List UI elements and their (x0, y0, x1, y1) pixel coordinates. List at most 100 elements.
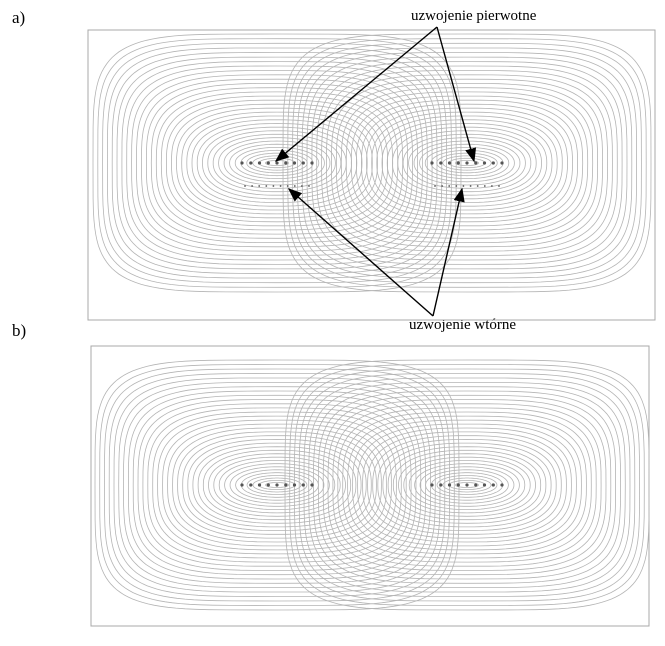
panel-a-left-primary-conductor (249, 161, 253, 165)
panel-a-left-field-line (150, 87, 404, 239)
panel-a-right-field-line (321, 70, 613, 256)
panel-a-left-field-line (116, 56, 438, 270)
panel-a-right-field-line (392, 126, 542, 200)
panel-b-left-winding-conductor (275, 483, 279, 487)
panel-a-left-secondary-conductor (258, 185, 261, 187)
panel-a-left-field-line (212, 133, 342, 193)
primary-arrow-right (436, 26, 477, 163)
secondary-arrow-right (432, 187, 465, 317)
panel-b-left-field-line (118, 382, 436, 588)
panel-a-left-field-line (207, 130, 347, 196)
panel-a-left-field-line (106, 47, 448, 279)
panel-b-left-field-line (113, 377, 441, 593)
panel-b-left-field-line (108, 373, 446, 597)
panel-b-right-field-line (357, 423, 577, 547)
panel-a-right-primary-conductor (447, 161, 452, 165)
panel-a-left-field-line (170, 103, 384, 223)
panel-b-left-field-line (142, 403, 412, 567)
panel-b-right-field-line (362, 427, 572, 543)
panel-a-left-secondary-conductor (244, 185, 246, 187)
panel-a-right-field-line (350, 95, 584, 231)
panel-a-right-field-line (381, 119, 553, 207)
panel-b-right-field-line (403, 456, 531, 514)
panel-b-right-field-line (322, 394, 612, 576)
panel-a-left-primary-conductor (275, 161, 279, 165)
panel-a-right-primary-conductor (474, 161, 478, 165)
panel-b-left-field-line (182, 435, 372, 535)
panel-b-right-field-line (298, 373, 636, 597)
panel-b-left-winding-conductor (292, 483, 297, 487)
panel-b-right-field-line (308, 382, 626, 588)
panel-a-left-primary-conductor (266, 161, 270, 165)
panel-b-right-winding-conductor (500, 483, 504, 487)
panel-a-right-field-line (402, 133, 532, 193)
panel-a-left-field-line (202, 126, 352, 200)
panel-a-right-primary-conductor (482, 161, 487, 165)
primary-arrow-left (274, 26, 438, 162)
panel-a-right-field-line (371, 111, 563, 215)
panel-a-right-field-line (282, 33, 652, 293)
panel-a-right-field-line (292, 42, 642, 284)
panel-b-left-field-line (99, 364, 455, 606)
panel-b-right-winding-conductor (430, 483, 434, 487)
panel-a-right-field-line (386, 123, 548, 203)
panel-a-right-primary-conductor (491, 161, 495, 165)
panel-b-right-field-line (442, 477, 492, 493)
panel-b-right-field-line (352, 419, 582, 551)
panel-b-right-field-line (317, 390, 617, 580)
panel-a-right-secondary-conductor (441, 185, 443, 187)
panel-b-right-winding-conductor (482, 483, 487, 487)
panel-a-right-secondary-conductor (498, 185, 500, 187)
panel-b-right-field-line (425, 469, 509, 501)
panel-b-right-winding-conductor (465, 483, 469, 487)
panel-a-frame (87, 29, 656, 321)
panel-a-left-field-line (160, 95, 394, 231)
panel-b-left-field-line (187, 438, 367, 532)
panel-a-left-secondary-conductor (308, 185, 310, 187)
panel-b-left-field-line (265, 482, 289, 488)
panel-a-right-field-line (419, 143, 515, 183)
panel-b-left-winding-conductor (257, 483, 262, 487)
panel-b-right-field-line (387, 446, 547, 524)
panel-b-right-field-line (337, 407, 597, 563)
panel-b-left-field-line (218, 460, 336, 510)
panel-a-left-field-line (181, 111, 373, 215)
panel-a-left-field-line (229, 143, 325, 183)
panel-a-right-field-line (330, 78, 604, 248)
panel-a-left-primary-conductor (257, 161, 262, 165)
panel-b-left-winding-conductor (301, 483, 305, 487)
panel-b-left-field-line (104, 368, 450, 602)
panel-a-left-primary-conductor (310, 161, 314, 165)
panel-a-right-primary-conductor (456, 161, 460, 165)
panel-a-right-field-line (326, 74, 608, 252)
panel-b-right-winding-conductor (447, 483, 452, 487)
panel-b-left-winding-conductor (266, 483, 270, 487)
panel-a-right-secondary-conductor (469, 185, 472, 187)
panel-a-right-field-line (413, 140, 521, 186)
panel-b-left-field-line (202, 449, 352, 521)
panel-b-right-field-line (377, 438, 557, 532)
panel-a-right-field-line (316, 65, 618, 261)
panel-a-right-secondary-conductor (491, 185, 493, 187)
panel-b-right-field-line (347, 415, 587, 555)
primary-winding-label: uzwojenie pierwotne (411, 8, 537, 24)
panel-b-left-field-line (172, 427, 382, 543)
panel-b-label: b) (12, 321, 27, 340)
panel-a-right-field-line (360, 103, 574, 223)
panel-b-left-field-line (94, 359, 460, 611)
panel-a-right-field-line (397, 130, 537, 196)
secondary-winding-label: uzwojenie wtórne (409, 317, 517, 333)
panel-a-left-field-line (223, 140, 331, 186)
panel-b-left-field-line (177, 431, 377, 539)
panel-a-left-field-line (186, 115, 368, 211)
panel-a-left-secondary-conductor (279, 185, 282, 187)
panel-b-right-field-line (436, 475, 498, 495)
panel-a-left-field-line (102, 42, 452, 284)
panel-b-right-field-line (455, 482, 479, 488)
panel-b-left-field-line (246, 475, 308, 495)
panel-a-right-field-line (287, 38, 647, 288)
panel-a-left-field-line (191, 119, 363, 207)
panel-a-right-field-line (335, 83, 599, 243)
panel-b-left-field-line (197, 446, 357, 524)
